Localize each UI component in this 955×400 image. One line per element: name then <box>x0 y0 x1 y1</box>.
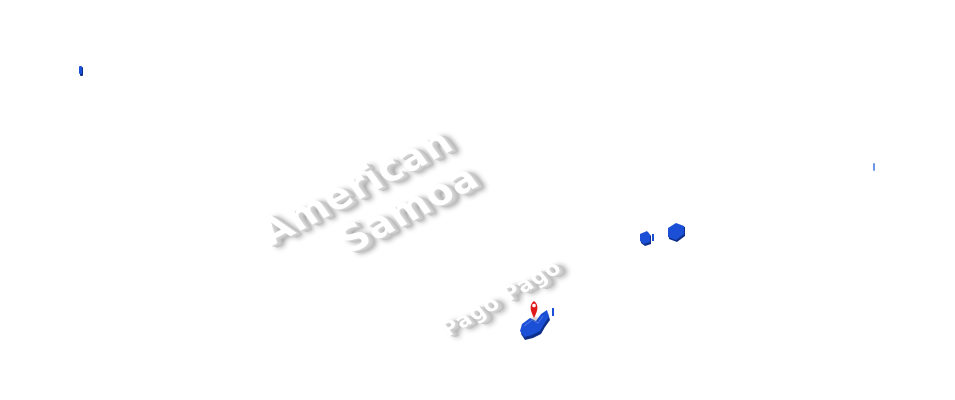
island-aunuu <box>552 308 554 316</box>
map-pin-icon[interactable] <box>530 301 539 321</box>
island-tutuila <box>520 310 550 340</box>
island-tau <box>668 223 685 242</box>
island-far-west <box>79 66 83 76</box>
island-far-east <box>873 163 875 171</box>
island-ofu-olosega <box>640 231 654 246</box>
